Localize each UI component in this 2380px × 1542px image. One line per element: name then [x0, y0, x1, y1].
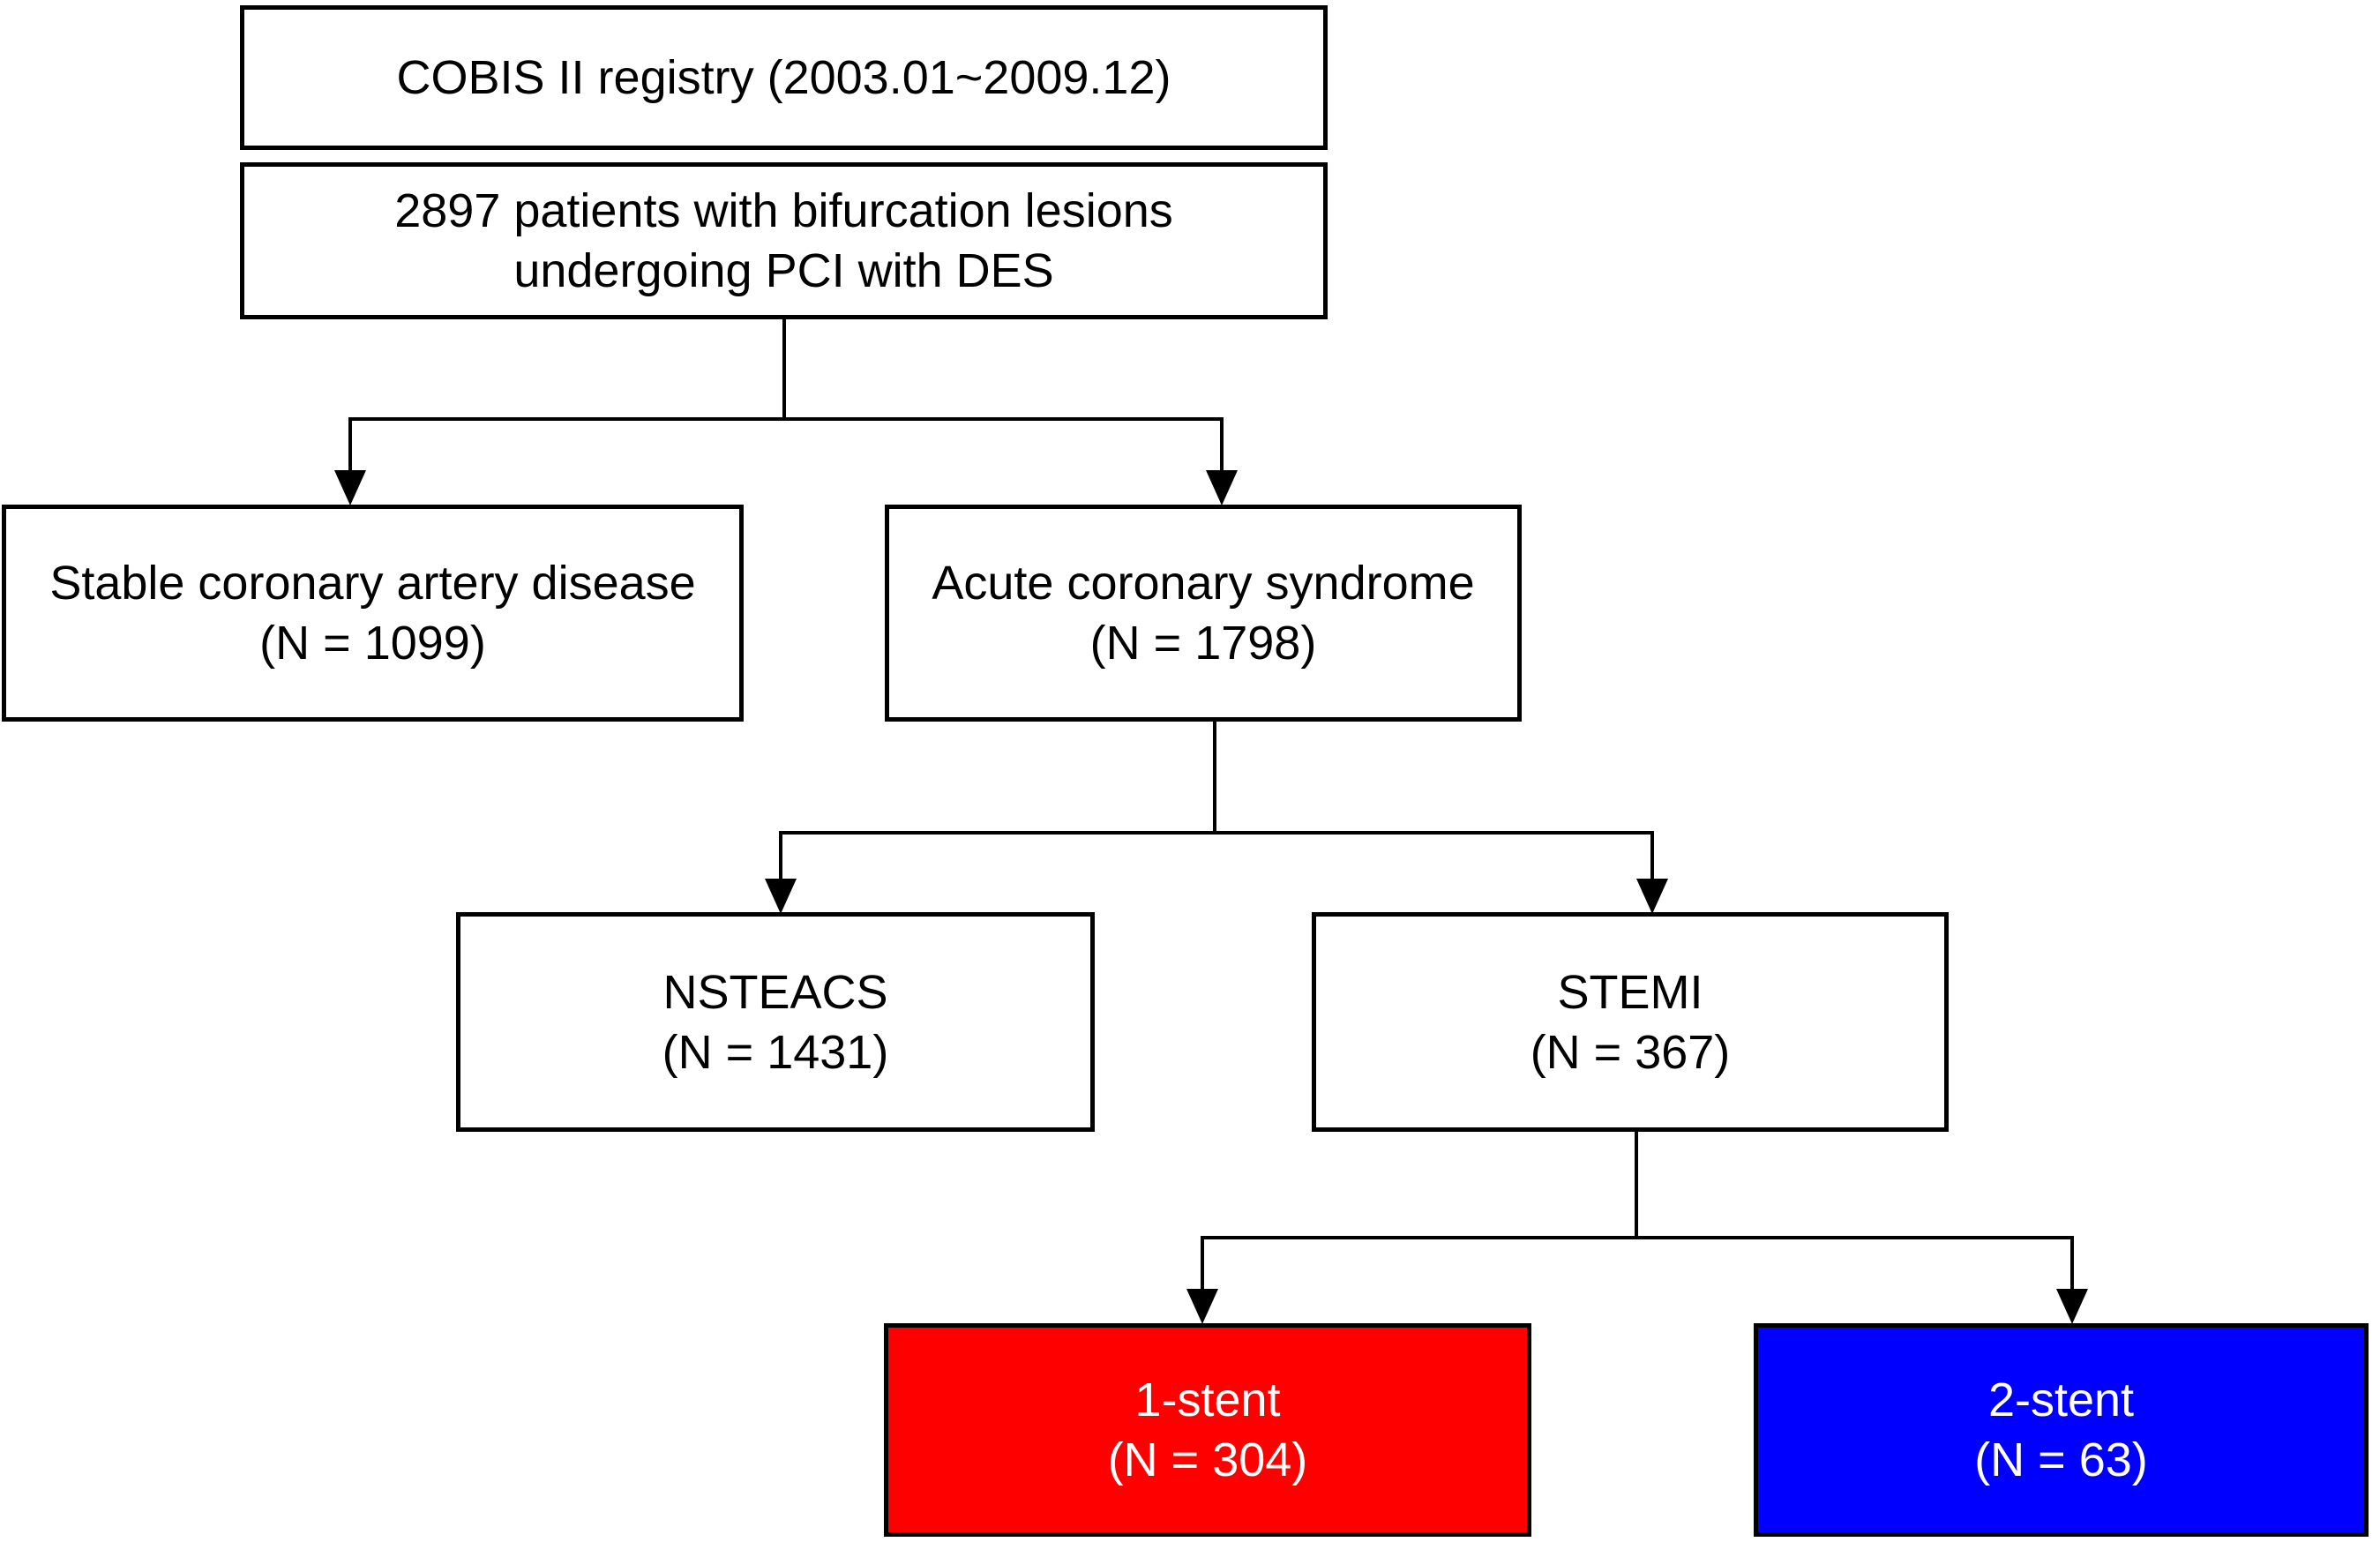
box-label-line1: NSTEACS: [662, 965, 888, 1019]
box-label-line2: (N = 1099): [259, 617, 486, 670]
box-label-line1: STEMI: [1557, 965, 1703, 1019]
connector-acs-branch: [779, 831, 1654, 835]
box-label-line1: Stable coronary artery disease: [49, 557, 696, 610]
box-label-line1: Acute coronary syndrome: [932, 557, 1475, 610]
connector-to-nsteacs: [779, 831, 782, 880]
connector-patients-branch: [348, 417, 1224, 421]
connector-to-stemi: [1650, 831, 1654, 880]
box-label-line2: (N = 1431): [662, 1025, 889, 1079]
box-stable-cad: Stable coronary artery disease (N = 1099…: [2, 505, 744, 722]
connector-patients-stem: [782, 319, 786, 421]
arrow-down-icon-1-stent: [1186, 1289, 1218, 1324]
box-acute-coronary-syndrome: Acute coronary syndrome (N = 1798): [885, 505, 1522, 722]
box-patients: 2897 patients with bifurcation lesions u…: [240, 162, 1328, 319]
arrow-down-icon-stemi: [1636, 879, 1668, 914]
box-label-line1: 2897 patients with bifurcation lesions: [394, 184, 1173, 237]
box-label-line1: 2-stent: [1987, 1374, 2135, 1426]
arrow-down-icon-acs: [1206, 470, 1238, 505]
connector-acs-stem: [1213, 722, 1216, 835]
box-label-line1: 1-stent: [1134, 1374, 1281, 1426]
connector-stemi-branch: [1201, 1236, 2074, 1239]
box-2-stent: 2-stent (N = 63): [1754, 1323, 2369, 1537]
arrow-down-icon-2-stent: [2056, 1289, 2088, 1324]
box-label-line2: undergoing PCI with DES: [513, 244, 1054, 297]
box-label-line2: (N = 1798): [1089, 617, 1317, 670]
box-label-line2: (N = 304): [1107, 1433, 1308, 1486]
connector-to-stable-cad: [348, 417, 352, 472]
connector-to-1-stent: [1201, 1236, 1204, 1291]
arrow-down-icon-stable-cad: [334, 470, 366, 505]
box-nsteacs: NSTEACS (N = 1431): [456, 912, 1095, 1132]
box-1-stent: 1-stent (N = 304): [884, 1323, 1531, 1537]
connector-to-2-stent: [2070, 1236, 2074, 1291]
box-label-line1: COBIS II registry (2003.01~2009.12): [396, 51, 1171, 104]
connector-to-acs: [1220, 417, 1224, 472]
box-label-line2: (N = 367): [1530, 1025, 1731, 1079]
connector-stemi-stem: [1635, 1132, 1638, 1239]
box-stemi: STEMI (N = 367): [1312, 912, 1949, 1132]
box-label-line2: (N = 63): [1974, 1433, 2148, 1486]
box-cobis-registry: COBIS II registry (2003.01~2009.12): [240, 5, 1328, 150]
arrow-down-icon-nsteacs: [765, 879, 797, 914]
